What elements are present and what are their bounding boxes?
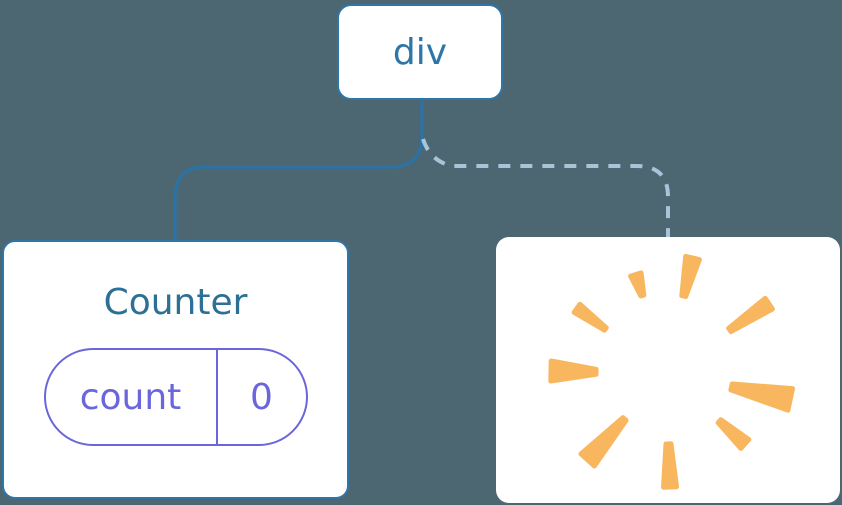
edge-root-to-counter <box>173 100 424 241</box>
state-pill: count 0 <box>43 348 308 446</box>
counter-component-card: Counter count 0 <box>2 240 349 499</box>
state-value: 0 <box>215 350 306 444</box>
root-node-label: div <box>392 31 448 73</box>
edge-root-to-removed <box>421 138 670 238</box>
poof-icon <box>548 253 795 490</box>
tree-node-root: div <box>337 4 503 100</box>
component-title: Counter <box>103 282 248 323</box>
removed-component-card <box>496 237 840 503</box>
state-key: count <box>79 376 182 418</box>
